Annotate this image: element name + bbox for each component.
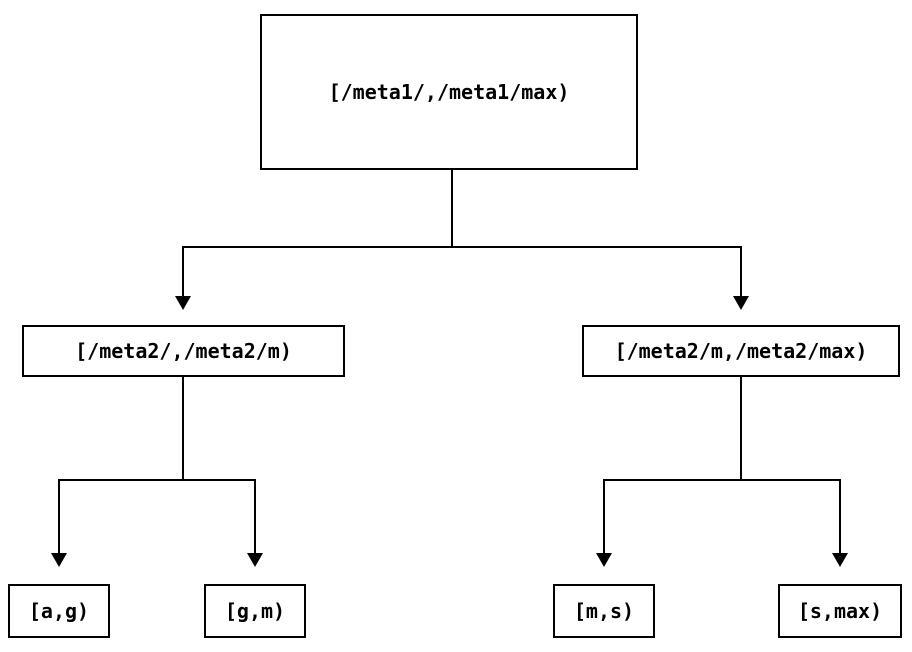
arrow-down-icon [596, 553, 612, 567]
node-right-range: [/meta2/m,/meta2/max) [582, 325, 900, 377]
arrow-down-icon [733, 296, 749, 310]
edge-right-rail [603, 479, 841, 481]
edge-left-stem [182, 377, 184, 481]
edge-right-to-leaf-ms [603, 479, 605, 553]
edge-root-rail [182, 246, 742, 248]
node-leaf-ag: [a,g) [8, 584, 110, 638]
edge-left-to-leaf-ag [58, 479, 60, 553]
arrow-down-icon [832, 553, 848, 567]
edge-right-stem [740, 377, 742, 481]
arrow-down-icon [175, 296, 191, 310]
edge-root-stem [451, 170, 453, 248]
edge-root-to-left [182, 246, 184, 296]
node-leaf-smax: [s,max) [778, 584, 902, 638]
node-leaf-gm: [g,m) [204, 584, 306, 638]
node-left-range: [/meta2/,/meta2/m) [22, 325, 345, 377]
edge-left-to-leaf-gm [254, 479, 256, 553]
arrow-down-icon [247, 553, 263, 567]
edge-left-rail [58, 479, 256, 481]
node-root-range: [/meta1/,/meta1/max) [260, 14, 638, 170]
node-leaf-ms: [m,s) [553, 584, 655, 638]
arrow-down-icon [51, 553, 67, 567]
edge-right-to-leaf-smax [839, 479, 841, 553]
edge-root-to-right [740, 246, 742, 296]
